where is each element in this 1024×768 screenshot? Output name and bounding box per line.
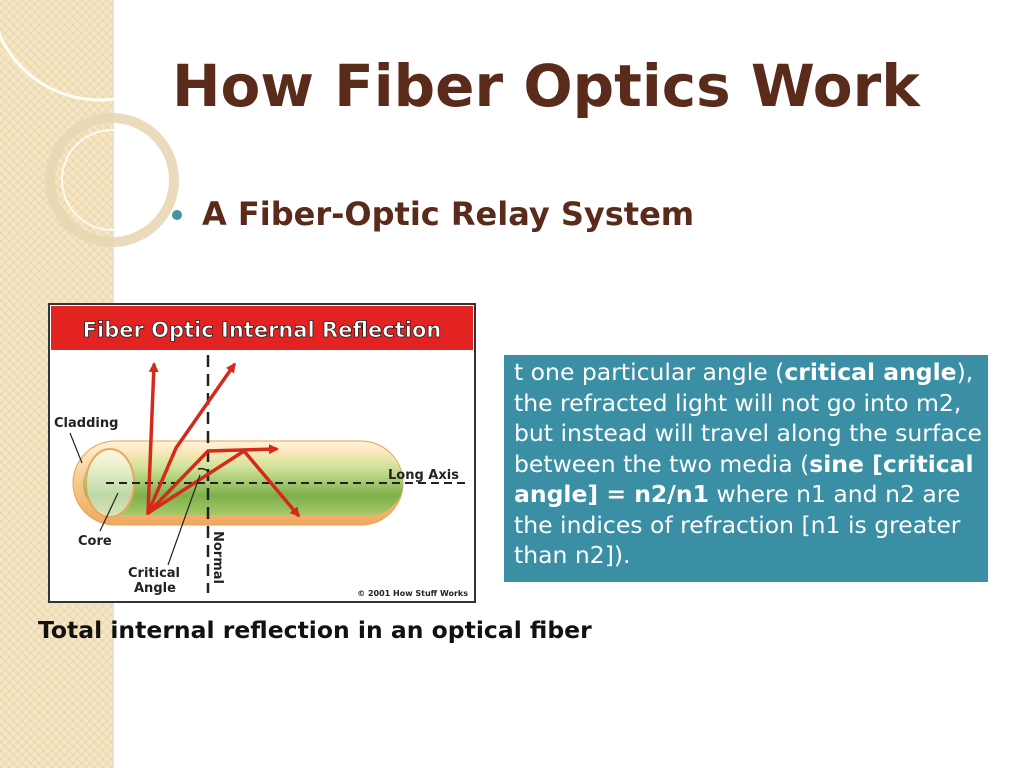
cladding-label: Cladding [54, 416, 118, 431]
callout-segment: t one particular angle ( [514, 358, 785, 386]
callout-term-critical-angle: critical angle [784, 358, 957, 386]
slide-title: How Fiber Optics Work [172, 52, 920, 120]
fiber-reflection-diagram: Fiber Optic Internal Reflection Cladding… [48, 303, 476, 603]
ray-3-arrow [146, 444, 279, 515]
diagram-header-bar [51, 306, 473, 350]
callout-segment: where n1 and n2 are the indices of refra… [514, 480, 961, 569]
ray-4-arrow [146, 448, 300, 518]
bullet-item: A Fiber-Optic Relay System [172, 195, 694, 233]
bullet-dot-icon [172, 210, 182, 220]
definition-callout-box [504, 355, 988, 582]
ray-1-arrow [146, 362, 159, 515]
decorative-rings [0, 32, 200, 247]
copyright-label: © 2001 How Stuff Works [357, 589, 468, 598]
normal-label: Normal [210, 531, 225, 584]
figure-caption: Total internal reflection in an optical … [38, 616, 592, 644]
callout-formula: sine [critical angle] = n2/n1 [514, 449, 974, 509]
definition-callout-text: t one particular angle (critical angle),… [514, 357, 982, 571]
critical-angle-pointer [167, 474, 201, 566]
core-label: Core [78, 534, 112, 549]
long-axis-label: Long Axis [388, 468, 459, 483]
callout-segment: ), the refracted light will not go into … [514, 358, 983, 478]
core-pointer [99, 492, 119, 532]
angle-label: Angle [134, 581, 176, 596]
ray-2-arrow [146, 362, 236, 515]
diagram-header-text: Fiber Optic Internal Reflection [83, 318, 442, 342]
cladding-pointer [69, 432, 83, 464]
critical-label: Critical [128, 566, 180, 581]
bullet-text: A Fiber-Optic Relay System [202, 195, 695, 233]
